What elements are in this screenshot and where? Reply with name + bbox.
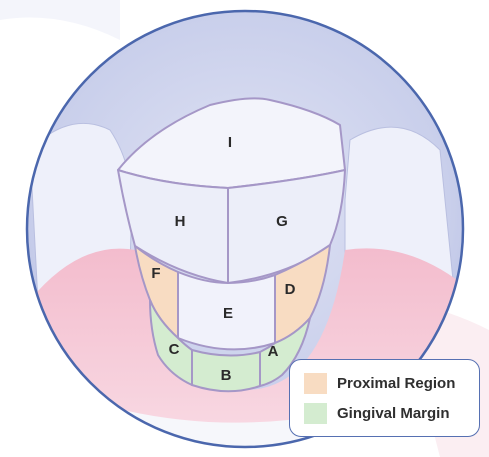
label-B: B bbox=[221, 367, 232, 384]
label-E: E bbox=[223, 305, 233, 322]
proximal-swatch bbox=[304, 373, 327, 394]
legend-label: Proximal Region bbox=[337, 375, 455, 392]
legend-item-proximal: Proximal Region bbox=[304, 370, 455, 396]
label-D: D bbox=[285, 281, 296, 298]
label-F: F bbox=[151, 265, 160, 282]
label-H: H bbox=[175, 213, 186, 230]
label-C: C bbox=[169, 341, 180, 358]
gingival-swatch bbox=[304, 403, 327, 424]
label-I: I bbox=[228, 134, 232, 151]
label-A: A bbox=[268, 343, 279, 360]
legend-item-gingival: Gingival Margin bbox=[304, 400, 450, 426]
legend: Proximal Region Gingival Margin bbox=[289, 359, 480, 437]
legend-label: Gingival Margin bbox=[337, 405, 450, 422]
label-G: G bbox=[276, 213, 288, 230]
